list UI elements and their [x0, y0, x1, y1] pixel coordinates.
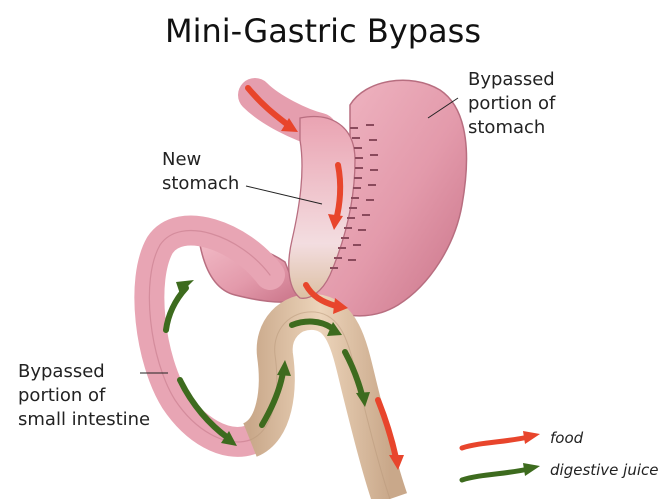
- staple-line: [330, 124, 378, 269]
- digestive-juice-arrows: [163, 285, 365, 441]
- legend-food-arrow: [459, 431, 540, 451]
- label-line: Bypassed: [468, 69, 555, 90]
- label-line: New: [162, 149, 202, 170]
- label-new-stomach: New stomach: [162, 148, 239, 196]
- label-line: small intestine: [18, 409, 151, 430]
- legend-juice-arrow: [459, 463, 540, 483]
- label-line: stomach: [162, 173, 240, 194]
- leader-new-stomach: [245, 185, 323, 205]
- label-bypassed-stomach: Bypassed portion of stomach: [468, 68, 555, 140]
- food-arrowheads: [281, 118, 404, 470]
- legend-food-label: food: [550, 429, 584, 447]
- legend-juice-label: digestive juice: [550, 461, 659, 479]
- label-line: stomach: [468, 117, 546, 138]
- digestive-juice-arrowheads: [176, 280, 370, 446]
- diagram-title: Mini-Gastric Bypass: [165, 12, 481, 50]
- label-bypassed-intestine: Bypassed portion of small intestine: [18, 360, 150, 432]
- label-line: portion of: [468, 93, 556, 114]
- label-line: portion of: [18, 385, 106, 406]
- label-line: Bypassed: [18, 361, 105, 382]
- intestine-outline: [148, 230, 271, 443]
- leader-bypassed-stomach: [427, 97, 459, 119]
